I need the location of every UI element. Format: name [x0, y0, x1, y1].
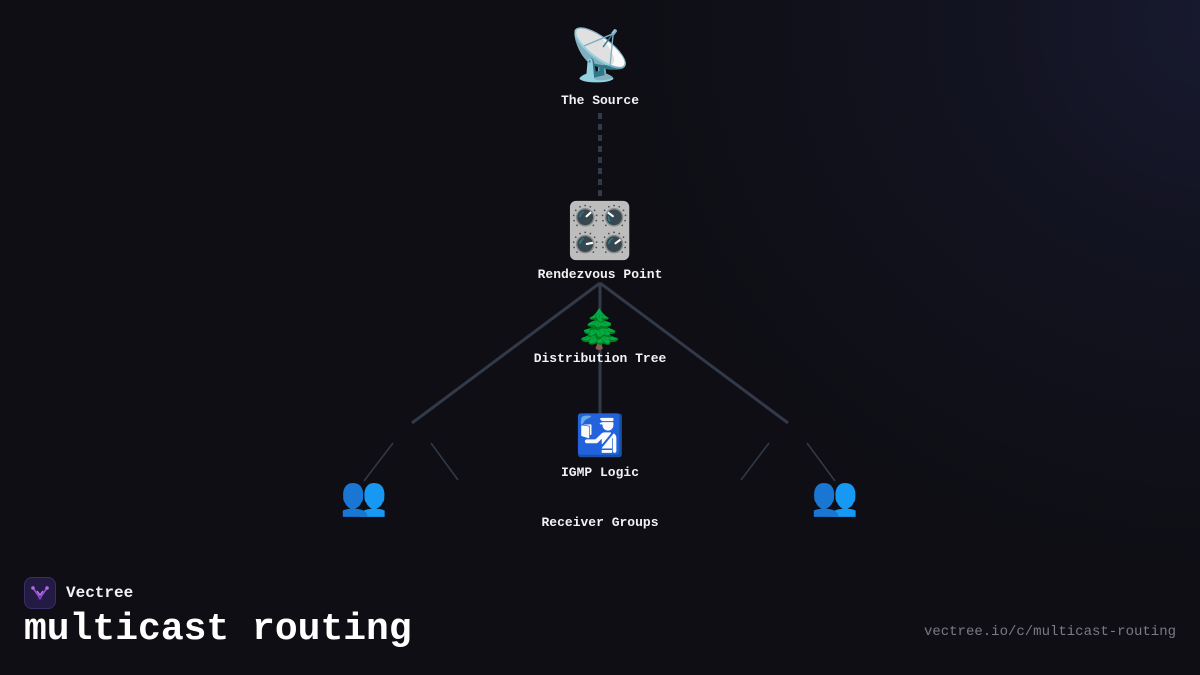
- control-knobs-icon: 🎛️: [566, 199, 634, 262]
- satellite-dish-icon: 📡: [568, 26, 632, 84]
- people-group-icon: 👥: [811, 474, 859, 518]
- connector-rendezvous-to-right-branch: [599, 281, 789, 425]
- node-igmp-logic: 🛂 IGMP Logic: [561, 416, 639, 480]
- connector-rendezvous-to-left-branch: [411, 281, 601, 425]
- brand-name: Vectree: [66, 584, 134, 602]
- connector-left-branch-outer: [363, 442, 394, 482]
- node-distribution-tree: 🌲 Distribution Tree: [534, 310, 667, 366]
- page-title: multicast routing: [24, 608, 412, 651]
- brand[interactable]: Vectree: [24, 577, 133, 609]
- passport-control-icon: 🛂: [575, 413, 625, 459]
- node-distribution-tree-label: Distribution Tree: [533, 351, 667, 366]
- node-receiver-groups: Receiver Groups: [541, 515, 658, 530]
- node-source: 📡 The Source: [561, 30, 639, 108]
- node-source-label: The Source: [560, 93, 640, 108]
- node-rendezvous-point-label: Rendezvous Point: [537, 267, 663, 282]
- connector-right-branch-inner: [740, 442, 770, 481]
- connector-right-branch-outer: [806, 442, 836, 482]
- node-rendezvous-point: 🎛️ Rendezvous Point: [537, 199, 663, 283]
- evergreen-tree-icon: 🌲: [576, 307, 624, 351]
- page-url[interactable]: vectree.io/c/multicast-routing: [923, 624, 1176, 640]
- node-igmp-logic-label: IGMP Logic: [560, 465, 640, 480]
- node-receiver-groups-label: Receiver Groups: [541, 515, 659, 530]
- people-group-icon: 👥: [340, 474, 388, 518]
- vectree-logo-icon: [24, 577, 56, 609]
- connector-left-branch-inner: [430, 442, 459, 481]
